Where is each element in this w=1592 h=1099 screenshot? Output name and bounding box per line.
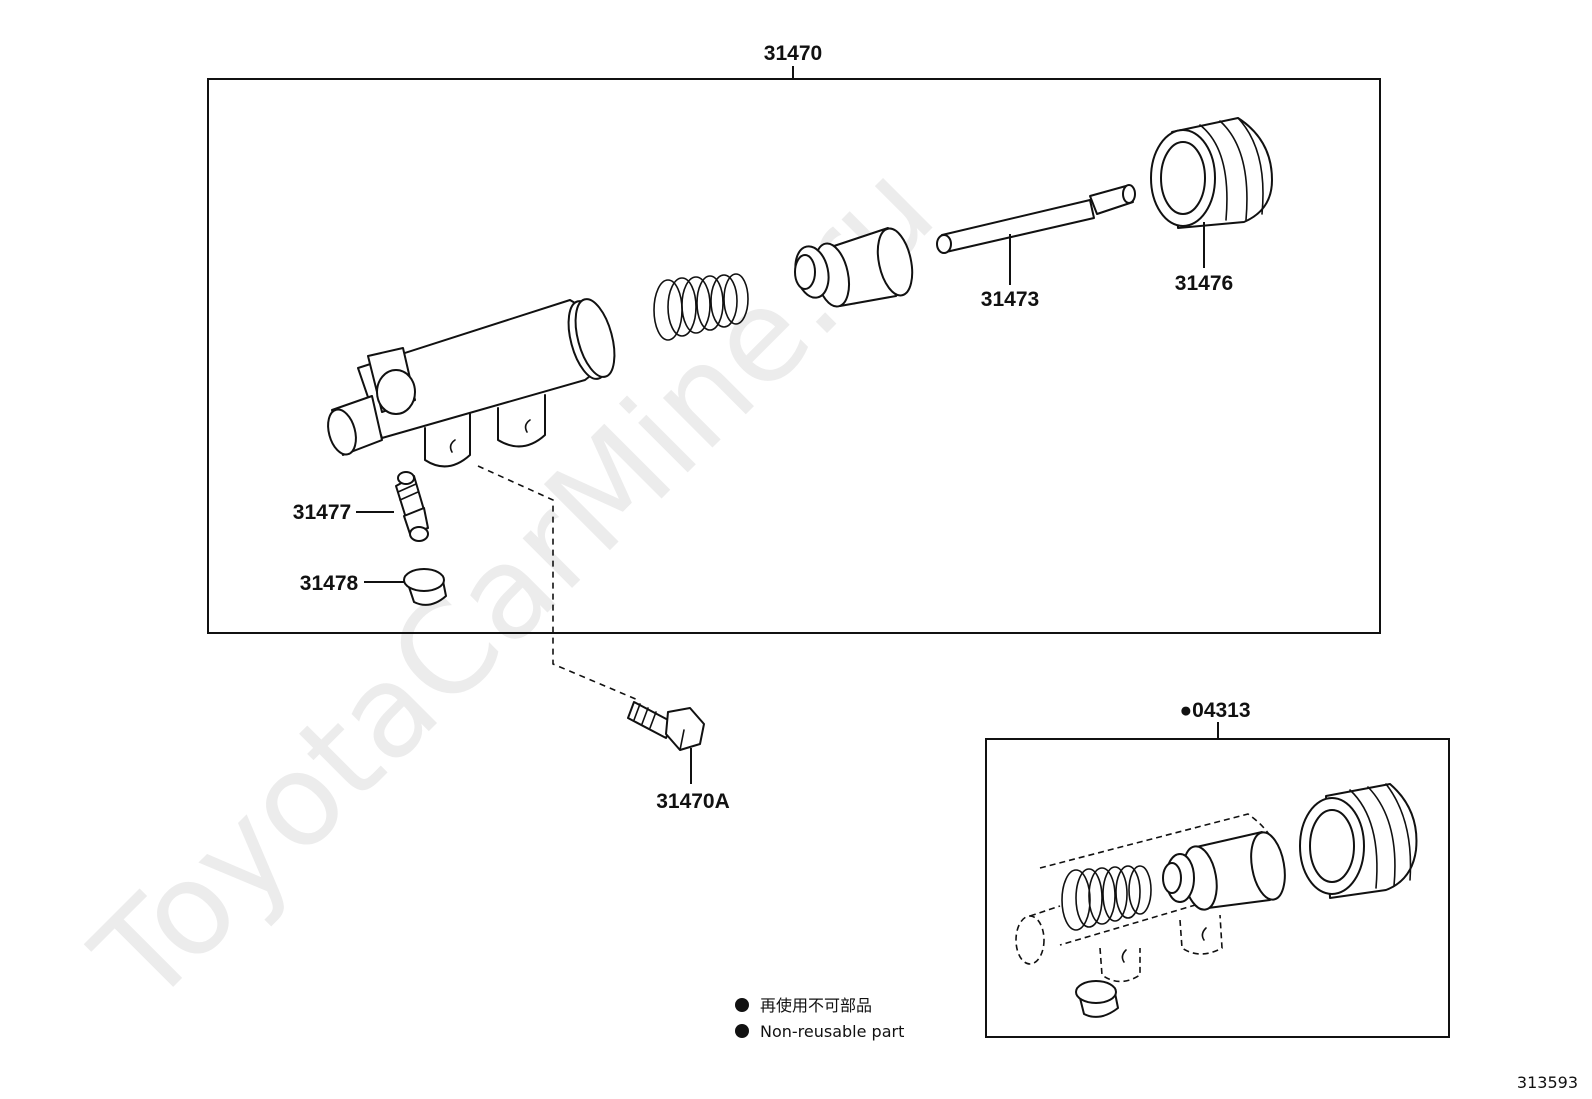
piston[interactable] [791, 225, 918, 309]
label-31476[interactable]: 31476 [1175, 272, 1233, 295]
spring[interactable] [653, 273, 749, 341]
bolt[interactable] [627, 701, 705, 784]
label-31470A[interactable]: 31470A [656, 790, 730, 813]
kit-group: ●04313 [985, 699, 1450, 1038]
label-31473[interactable]: 31473 [981, 288, 1039, 311]
boot[interactable] [1150, 117, 1273, 268]
label-31478[interactable]: 31478 [300, 572, 359, 595]
legend-marker-icon [735, 1024, 749, 1038]
assembly-group: 31470 [207, 42, 1381, 634]
kit-piston[interactable] [1162, 830, 1290, 913]
kit-bleeder-cap[interactable] [1075, 980, 1119, 1018]
legend-text-en: Non-reusable part [760, 1022, 904, 1041]
push-rod[interactable] [936, 184, 1136, 285]
figure-code: 313593 [1517, 1073, 1578, 1092]
legend-item-jp: 再使用不可部品 [735, 996, 872, 1015]
assembly-label[interactable]: 31470 [764, 42, 822, 65]
legend-marker-icon [735, 998, 749, 1012]
bleeder-cap[interactable] [364, 568, 447, 606]
kit-boot[interactable] [1299, 783, 1418, 899]
kit-label[interactable]: ●04313 [1179, 699, 1250, 722]
legend-text-jp: 再使用不可部品 [760, 996, 872, 1015]
label-31477[interactable]: 31477 [293, 501, 351, 524]
legend-item-en: Non-reusable part [735, 1022, 904, 1041]
cylinder-body[interactable] [323, 295, 621, 468]
kit-spring[interactable] [1061, 865, 1152, 931]
legend: 再使用不可部品 Non-reusable part [735, 996, 904, 1041]
bleeder-screw[interactable] [356, 471, 429, 542]
